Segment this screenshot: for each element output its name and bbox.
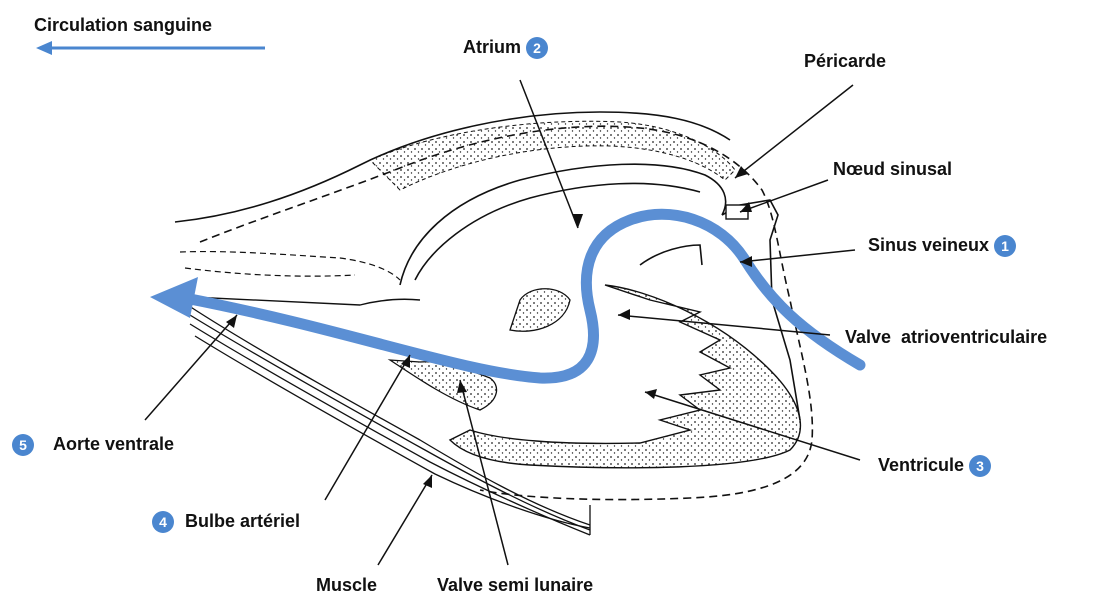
label-valve-av: Valve atrioventriculaire: [845, 326, 1047, 348]
legend-label: Circulation sanguine: [34, 14, 212, 36]
sinus-septum: [640, 245, 702, 265]
badge-3: 3: [969, 455, 991, 477]
atrium-wall: [400, 164, 726, 285]
label-ventricule: Ventricule 3: [878, 454, 991, 477]
label-noeud-sinusal: Nœud sinusal: [833, 158, 952, 180]
muscle-layers: [180, 300, 590, 535]
valve-av-shape: [510, 289, 570, 332]
badge-5: 5: [12, 434, 34, 456]
dorsal-vessels: [180, 252, 400, 280]
label-pericarde: Péricarde: [804, 50, 886, 72]
dorsal-tissue: [370, 121, 735, 190]
blood-flow-arrowhead-icon: [150, 277, 198, 318]
label-sinus-veineux: Sinus veineux 1: [868, 234, 1016, 257]
badge-4: 4: [152, 511, 174, 533]
badge-2: 2: [526, 37, 548, 59]
legend-arrow-icon: [36, 41, 265, 55]
label-muscle: Muscle: [316, 574, 377, 596]
label-aorte-ventrale: 5 Aorte ventrale: [12, 433, 174, 456]
label-valve-semi-lunaire: Valve semi lunaire: [437, 574, 593, 596]
badge-1: 1: [994, 235, 1016, 257]
label-atrium: Atrium 2: [463, 36, 548, 59]
label-bulbe-arteriel: 4 Bulbe artériel: [152, 510, 300, 533]
